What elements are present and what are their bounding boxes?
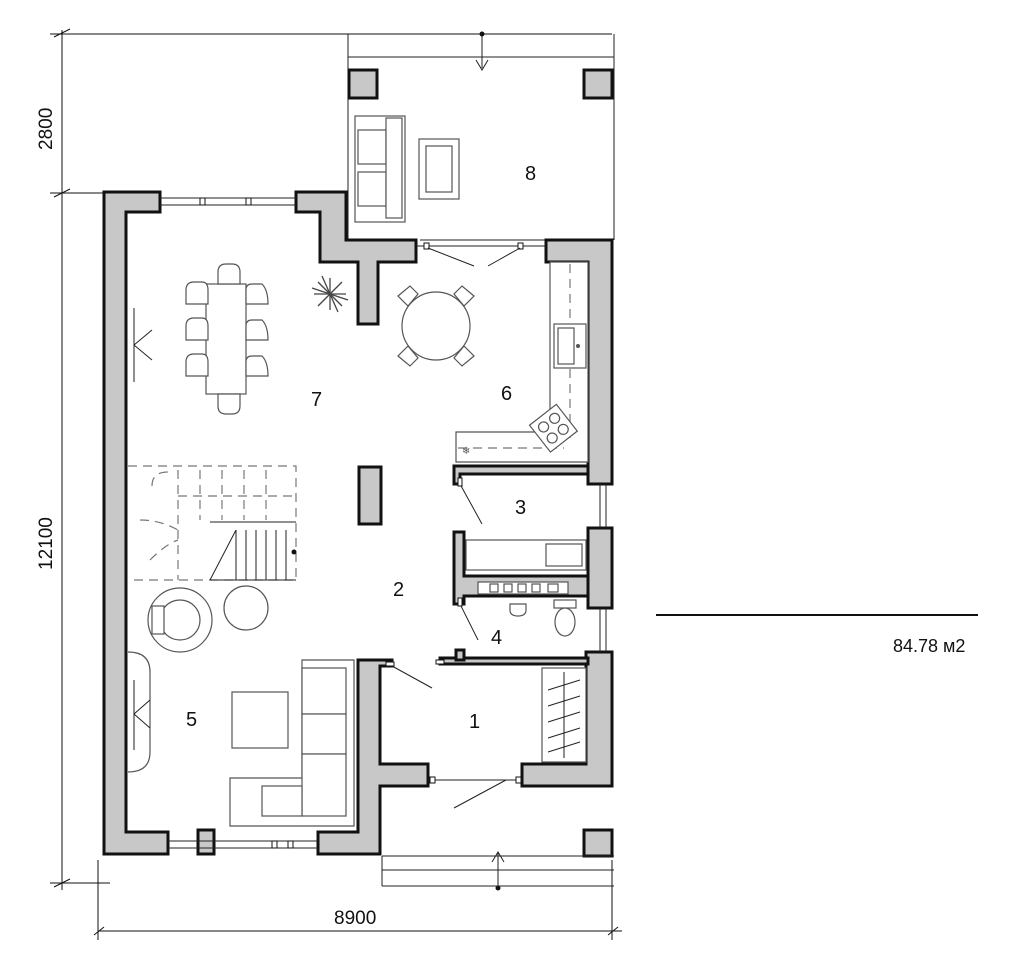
dimension-lines xyxy=(50,28,622,940)
room-label-1: 1 xyxy=(469,711,480,733)
coffee-table xyxy=(231,691,289,749)
room-label-3: 3 xyxy=(515,497,526,519)
dining-table xyxy=(205,283,247,395)
dining-chairs xyxy=(185,263,269,415)
room-label-2: 2 xyxy=(393,579,404,601)
tv-unit xyxy=(133,308,153,382)
kitchen-round-table xyxy=(397,285,475,367)
terrace-table xyxy=(418,138,460,200)
bath-fixtures xyxy=(465,539,587,637)
room-labels: 1 2 3 4 5 6 7 8 xyxy=(186,163,536,733)
armchair xyxy=(147,587,213,653)
coffee-side-table xyxy=(223,585,269,631)
terrace-pillar-right xyxy=(582,68,614,100)
dim-width: 8900 xyxy=(334,908,376,929)
terrace-outline xyxy=(347,31,615,241)
kitchen-stove xyxy=(528,403,579,453)
tv-console xyxy=(127,651,151,773)
room-label-5: 5 xyxy=(186,709,197,731)
walls xyxy=(102,190,614,856)
room-label-7: 7 xyxy=(311,389,322,411)
area-value: 84.78 м2 xyxy=(893,636,965,656)
terrace-sofa xyxy=(354,115,406,223)
room-label-4: 4 xyxy=(491,627,502,649)
kitchen-sink xyxy=(553,323,587,369)
plant-icon xyxy=(311,275,349,313)
entrance-pillar xyxy=(582,828,614,858)
room-label-6: 6 xyxy=(501,383,512,405)
dim-terrace-height: 2800 xyxy=(36,108,57,150)
terrace-pillar-left xyxy=(347,68,379,100)
fridge-icon: ❄ xyxy=(462,446,470,457)
interior-doors xyxy=(385,477,483,689)
wardrobe xyxy=(541,667,587,763)
room-label-8: 8 xyxy=(525,163,536,185)
dim-main-height: 12100 xyxy=(36,517,57,570)
windows xyxy=(160,197,614,891)
corner-sofa xyxy=(229,659,355,827)
staircase xyxy=(128,465,297,581)
